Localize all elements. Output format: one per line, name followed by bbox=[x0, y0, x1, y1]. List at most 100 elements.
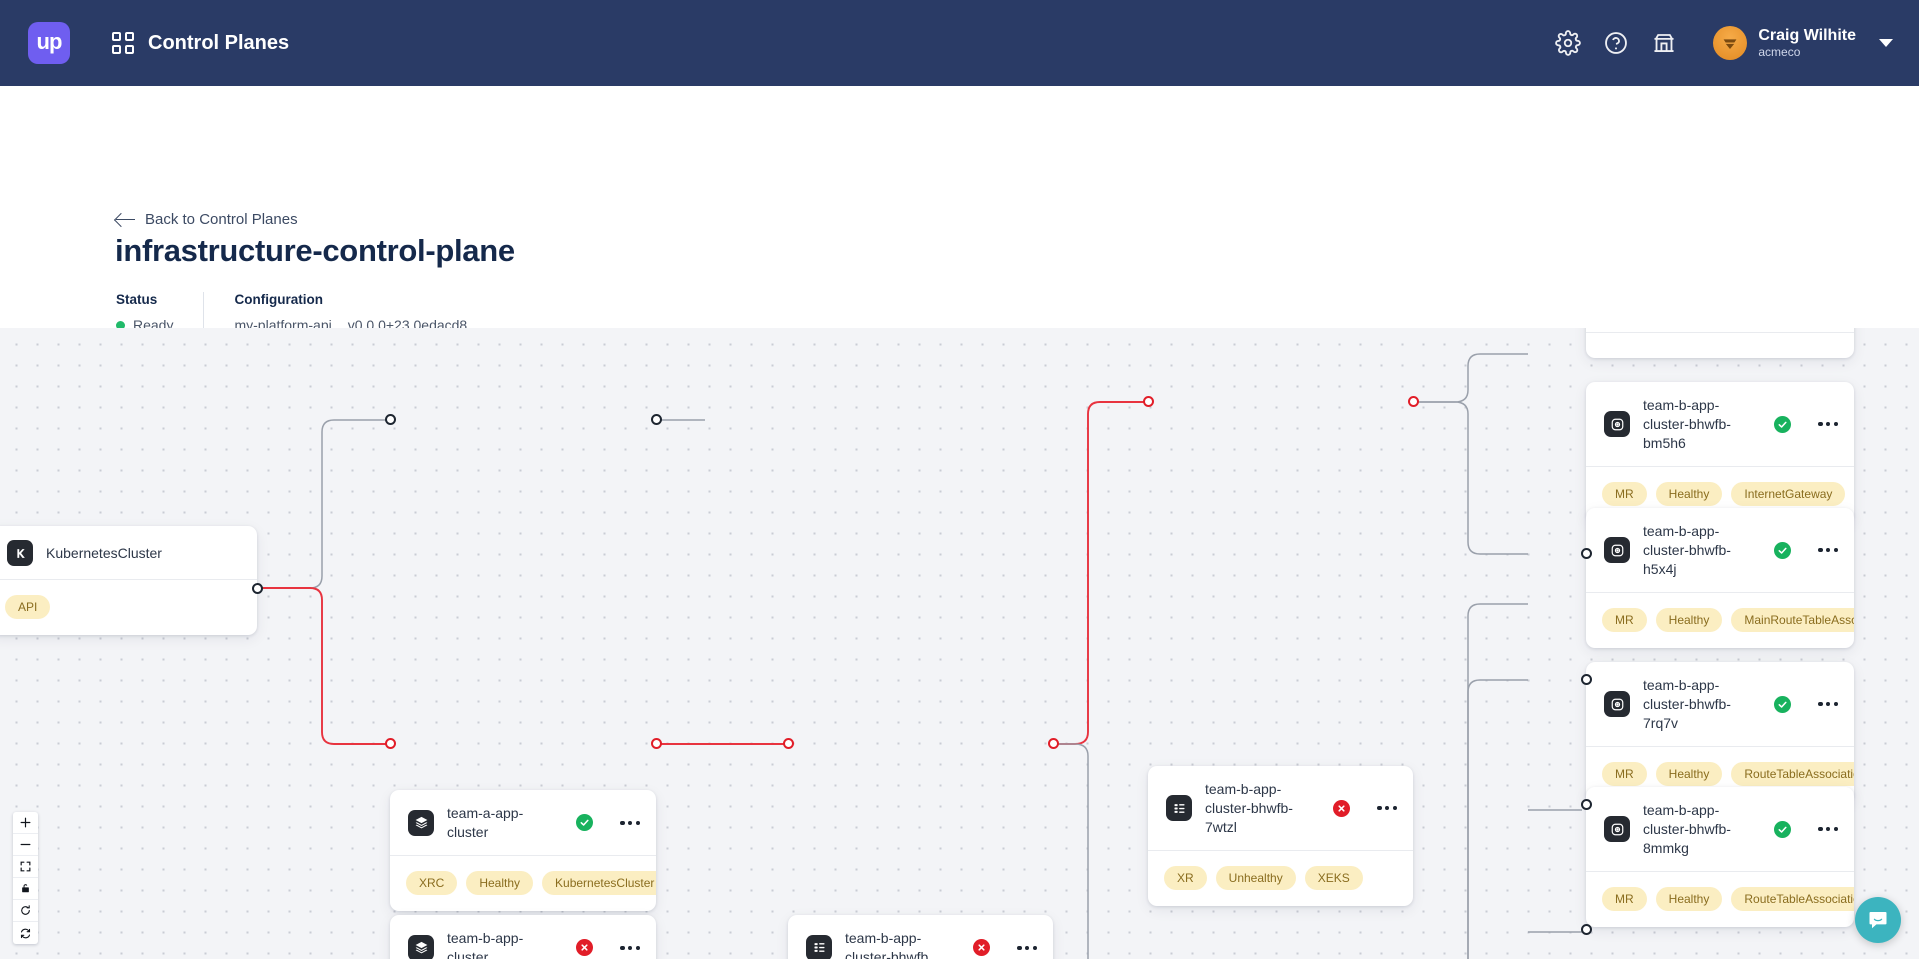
grid-square-2 bbox=[125, 32, 134, 41]
node-tags: MR Healthy RouteTableAssociation bbox=[1586, 747, 1854, 802]
node-tag: Unhealthy bbox=[1215, 865, 1296, 890]
avatar bbox=[1713, 26, 1748, 60]
node-menu-button[interactable] bbox=[1818, 422, 1838, 427]
node-handle-out[interactable] bbox=[651, 738, 662, 749]
grid-square-1 bbox=[112, 32, 121, 41]
node-tag: MR bbox=[1602, 481, 1647, 506]
node-handle-in[interactable] bbox=[1581, 548, 1592, 559]
meta-divider bbox=[203, 292, 205, 340]
node-handle-in[interactable] bbox=[1143, 396, 1154, 407]
reset-icon[interactable] bbox=[13, 900, 38, 922]
node-title: team-b-app-cluster-bhwfb bbox=[845, 930, 929, 959]
back-to-control-planes-link[interactable]: Back to Control Planes bbox=[116, 211, 298, 228]
top-bar-actions: Craig Wilhite acmeco bbox=[1555, 0, 1893, 86]
node-divider bbox=[1148, 849, 1413, 851]
top-navigation-bar: up Control Planes bbox=[0, 0, 1919, 86]
node-handle-in[interactable] bbox=[385, 414, 396, 425]
status-label: Status bbox=[116, 292, 158, 307]
node-handle-in[interactable] bbox=[783, 738, 794, 749]
node-menu-button[interactable] bbox=[620, 945, 640, 950]
node-divider bbox=[1586, 870, 1854, 872]
node-tags: MR Healthy InternetGateway bbox=[1586, 467, 1854, 522]
sync-icon[interactable] bbox=[13, 922, 38, 944]
node-divider bbox=[1586, 332, 1854, 333]
node-handle-out[interactable] bbox=[252, 583, 263, 594]
node-handle-in[interactable] bbox=[1581, 799, 1592, 810]
grid-menu-icon[interactable] bbox=[112, 32, 134, 54]
resource-graph-canvas[interactable]: KubernetesCluster API team-a-app-cluster bbox=[0, 328, 1919, 959]
node-tag: XRC bbox=[406, 870, 458, 895]
node-menu-button[interactable] bbox=[1017, 945, 1037, 950]
zoom-in-icon[interactable] bbox=[13, 812, 38, 834]
graph-node-team-b-app-cluster-bhwfb-7wtzl[interactable]: team-b-app-cluster-bhwfb-7wtzl XR Unheal… bbox=[1148, 766, 1413, 906]
gear-icon[interactable] bbox=[1555, 30, 1582, 56]
graph-node-kubernetes-cluster[interactable]: KubernetesCluster API bbox=[0, 526, 257, 635]
status-unhealthy-icon bbox=[1333, 799, 1351, 817]
graph-node-team-b-app-cluster-bhwfb-bm5h6[interactable]: team-b-app-cluster-bhwfb-bm5h6 MR Health… bbox=[1586, 382, 1854, 522]
node-handle-in[interactable] bbox=[1581, 674, 1592, 685]
node-tag: Healthy bbox=[1655, 886, 1723, 911]
status-unhealthy-icon bbox=[576, 939, 594, 957]
node-tag: MR bbox=[1602, 607, 1647, 632]
node-tag: Healthy bbox=[1655, 761, 1723, 786]
fit-view-icon[interactable] bbox=[13, 856, 38, 878]
node-handle-in[interactable] bbox=[1581, 924, 1592, 935]
node-tags: MR Healthy RouteTableAssociation bbox=[1586, 872, 1854, 927]
node-handle-out[interactable] bbox=[1048, 738, 1059, 749]
arrow-left-icon bbox=[116, 213, 135, 227]
layers-icon bbox=[408, 934, 434, 959]
grid-square-3 bbox=[112, 45, 121, 54]
app-title: Control Planes bbox=[148, 31, 290, 54]
node-tags: API bbox=[0, 580, 257, 635]
graph-node-team-b-app-cluster-bhwfb-h5x4j[interactable]: team-b-app-cluster-bhwfb-h5x4j MR Health… bbox=[1586, 508, 1854, 648]
node-menu-button[interactable] bbox=[1818, 548, 1838, 553]
node-menu-button[interactable] bbox=[1818, 702, 1838, 707]
chevron-down-icon[interactable] bbox=[1879, 39, 1893, 47]
configuration-label: Configuration bbox=[234, 292, 323, 307]
upbound-logo[interactable]: up bbox=[28, 22, 70, 64]
managed-resource-icon bbox=[1604, 537, 1630, 564]
node-handle-in[interactable] bbox=[385, 738, 396, 749]
node-menu-button[interactable] bbox=[620, 820, 640, 825]
graph-edges bbox=[258, 353, 1582, 959]
status-healthy-icon bbox=[1774, 820, 1792, 838]
status-dot-icon bbox=[116, 320, 125, 330]
graph-node-team-a-app-cluster[interactable]: team-a-app-cluster XRC Healthy Kubernete… bbox=[390, 790, 656, 911]
node-title: team-b-app-cluster-bhwfb-7wtzl bbox=[1205, 781, 1293, 835]
node-handle-out[interactable] bbox=[651, 414, 662, 425]
status-healthy-icon bbox=[1774, 541, 1792, 559]
user-org: acmeco bbox=[1758, 45, 1801, 59]
graph-node-team-b-app-cluster-bhwfb[interactable]: team-b-app-cluster-bhwfb XR Unhealthy XK… bbox=[788, 915, 1053, 959]
zoom-out-icon[interactable] bbox=[13, 834, 38, 856]
graph-node-team-b-app-cluster-bhwfb-8mmkg[interactable]: team-b-app-cluster-bhwfb-8mmkg MR Health… bbox=[1586, 787, 1854, 927]
node-menu-button[interactable] bbox=[1377, 806, 1397, 811]
node-title: team-b-app-cluster-bhwfb-8mmkg bbox=[1643, 802, 1731, 856]
node-tag: XR bbox=[1164, 865, 1207, 890]
node-divider bbox=[390, 854, 656, 856]
marketplace-icon[interactable] bbox=[1651, 30, 1677, 56]
intercom-chat-icon[interactable] bbox=[1855, 897, 1901, 943]
resource-icon bbox=[1166, 795, 1192, 822]
node-tags: XR Unhealthy XEKS bbox=[1148, 851, 1413, 906]
help-icon[interactable] bbox=[1603, 30, 1629, 56]
graph-node-team-b-app-cluster[interactable]: team-b-app-cluster XRC Unhealthy Kuberne… bbox=[390, 915, 656, 959]
user-menu[interactable]: Craig Wilhite acmeco bbox=[1713, 26, 1893, 60]
node-tag: Healthy bbox=[1655, 481, 1723, 506]
node-divider bbox=[1586, 745, 1854, 747]
node-tags: MR Healthy MainRouteTableAssociation bbox=[1586, 593, 1854, 648]
layers-icon bbox=[408, 809, 434, 836]
node-handle-out[interactable] bbox=[1408, 396, 1419, 407]
node-tag: RouteTableAssociation bbox=[1731, 761, 1854, 786]
graph-node-partial-clipped[interactable] bbox=[1586, 328, 1854, 358]
node-tags: XRC Healthy KubernetesCluster bbox=[390, 856, 656, 911]
node-divider bbox=[1586, 465, 1854, 467]
lock-icon[interactable] bbox=[13, 878, 38, 900]
node-menu-button[interactable] bbox=[1818, 827, 1838, 832]
managed-resource-icon bbox=[1604, 411, 1630, 438]
managed-resource-icon bbox=[1604, 816, 1630, 843]
node-tag: Healthy bbox=[466, 870, 534, 895]
node-title: team-b-app-cluster-bhwfb-bm5h6 bbox=[1643, 397, 1731, 451]
user-name: Craig Wilhite bbox=[1758, 26, 1856, 44]
graph-node-team-b-app-cluster-bhwfb-7rq7v[interactable]: team-b-app-cluster-bhwfb-7rq7v MR Health… bbox=[1586, 662, 1854, 802]
configuration-block: Configuration my-platform-api v0.0.0+23.… bbox=[234, 292, 467, 333]
